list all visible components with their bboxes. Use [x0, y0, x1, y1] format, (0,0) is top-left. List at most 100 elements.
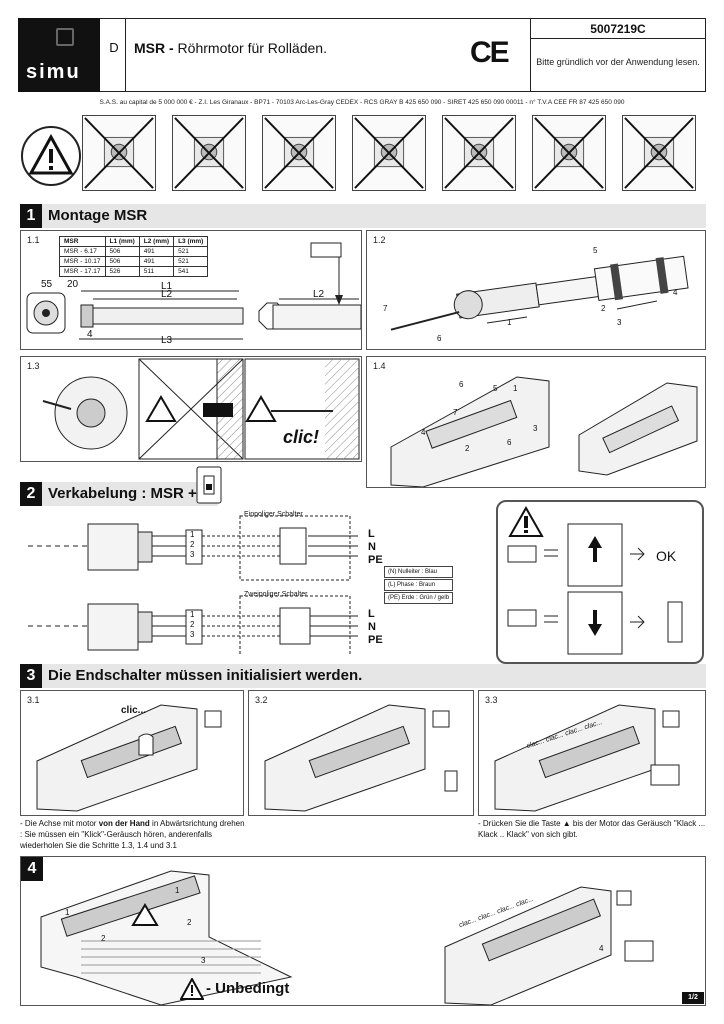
section-title: Montage MSR — [48, 207, 148, 224]
panel-label: 1.2 — [373, 235, 386, 245]
panel-1-2: 1.2 5 4 2 3 7 6 1 — [366, 230, 706, 350]
callout: 5 — [493, 384, 498, 393]
panel-1-3: 1.3 clic! — [20, 356, 362, 462]
callout: 1 — [175, 886, 180, 895]
read-instructions-note: Bitte gründlich vor der Anwendung lesen. — [536, 57, 700, 67]
legend-neutral: (N) Nulleiter : Blau — [384, 566, 454, 578]
section-number: 1 — [20, 204, 42, 228]
single-pole-switch-label: Einpoliger Schalter — [244, 511, 303, 518]
section-title: Die Endschalter müssen initialisiert wer… — [48, 667, 363, 684]
language-code: D — [109, 40, 119, 55]
limit-switch-drawing — [42, 358, 360, 460]
panel-label: 1.1 — [27, 235, 40, 245]
double-pole-switch-label: Zweipoliger Schalter — [244, 591, 308, 598]
no-pinch-icon — [352, 115, 426, 191]
no-screw-icon — [532, 115, 606, 191]
panel-label: 3.1 — [27, 695, 40, 705]
ok-label: OK — [656, 548, 677, 564]
dim-4: 4 — [87, 329, 93, 340]
clic-label: clic! — [283, 427, 320, 447]
section-number: 4 — [21, 857, 43, 881]
section-number: 3 — [20, 664, 42, 688]
instruction-note-2: - Drücken Sie die Taste ▲ bis der Motor … — [478, 819, 706, 839]
instruction-note-1: - Die Achse mit motor von der Hand in Ab… — [20, 819, 245, 850]
panel-label: 3.3 — [485, 695, 498, 705]
brand-logo: simu — [18, 18, 100, 92]
callout: 4 — [673, 288, 678, 297]
motor-insertion-drawing — [390, 255, 689, 331]
installed-shutter-drawing — [40, 870, 654, 1005]
callout: 3 — [533, 424, 538, 433]
rotation-check-panel: OK — [496, 500, 704, 664]
callout: 6 — [437, 334, 442, 343]
callout: 7 — [383, 304, 388, 313]
motor-dimension-drawing — [26, 242, 361, 340]
panel-3-1: 3.1 clic... — [20, 690, 244, 816]
dim-l3: L3 — [161, 335, 173, 346]
wall-switch-icon — [196, 466, 222, 504]
section-title: Verkabelung : MSR + — [48, 485, 197, 502]
logo-mark-icon — [56, 28, 74, 46]
warning-strip — [20, 115, 706, 195]
callout: 3 — [617, 318, 622, 327]
panel-1-4: 1.4 6 5 1 7 4 2 6 3 — [366, 356, 706, 488]
callout: 2 — [101, 934, 106, 943]
manual-rotation-drawing — [36, 704, 222, 812]
box-installation-drawing — [390, 376, 698, 487]
document-title: MSR - Röhrmotor für Rolläden. — [134, 40, 327, 56]
panel-3-2: 3.2 — [248, 690, 474, 816]
dim-l2-tube: L2 — [313, 289, 325, 300]
no-hammer-icon — [622, 115, 696, 191]
callout: 4 — [421, 428, 426, 437]
company-info: S.A.S. au capital de 5 000 000 € - Z.I. … — [99, 99, 625, 106]
rotation-check-drawing — [507, 505, 683, 655]
clic-label: clic... — [121, 705, 147, 716]
no-immerse-icon — [172, 115, 246, 191]
dim-l1: L1 — [161, 281, 173, 292]
no-impact-icon — [262, 115, 336, 191]
section-2-header: 2 Verkabelung : MSR + — [20, 482, 218, 506]
press-up-drawing — [494, 704, 680, 812]
callout: 3 — [201, 956, 206, 965]
document-code: 5007219C — [590, 22, 646, 36]
section-number: 2 — [20, 482, 42, 506]
dim-55: 55 — [41, 279, 53, 290]
callout: 1 — [513, 384, 518, 393]
section-1-header: 1 Montage MSR — [20, 204, 706, 228]
callout: 4 — [599, 944, 604, 953]
callout: 2 — [465, 444, 470, 453]
no-drill-icon — [442, 115, 516, 191]
callout: 5 — [593, 246, 598, 255]
section-3-header: 3 Die Endschalter müssen initialisiert w… — [20, 664, 706, 688]
callout: 1 — [507, 318, 512, 327]
legend-earth: (PE) Erde : Grün / gelb — [384, 592, 454, 604]
dim-20: 20 — [67, 279, 79, 290]
warning-triangle-icon — [180, 978, 204, 1000]
ce-mark: CE — [470, 36, 510, 69]
logo-text: simu — [26, 61, 81, 83]
panel-label: 1.4 — [373, 361, 386, 371]
warning-triangle-icon — [21, 126, 81, 186]
power-on-drawing — [264, 704, 458, 812]
legend-phase: (L) Phase : Braun — [384, 579, 454, 591]
page-number: 1/2 — [682, 992, 704, 1004]
callout: 6 — [507, 438, 512, 447]
panel-label: 1.3 — [27, 361, 40, 371]
callout: 7 — [453, 408, 458, 417]
callout: 1 — [65, 908, 70, 917]
callout: 2 — [187, 918, 192, 927]
panel-label: 3.2 — [255, 695, 268, 705]
no-drop-icon — [82, 115, 156, 191]
panel-4: 4 clac... clac... clac... clac... 1 2 1 … — [20, 856, 706, 1006]
callout: 6 — [459, 380, 464, 389]
wire-color-legend: (N) Nulleiter : Blau (L) Phase : Braun (… — [384, 566, 454, 605]
callout: 2 — [601, 304, 606, 313]
wiring-diagram — [28, 515, 358, 656]
dim-l2: L2 — [161, 289, 173, 300]
panel-3-3: 3.3 clac... clac... clac... clac... — [478, 690, 706, 816]
